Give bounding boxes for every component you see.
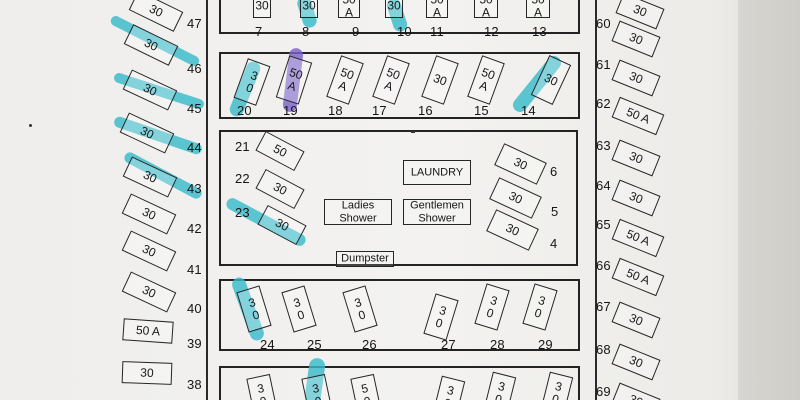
site-number-29: 29 [538, 337, 553, 352]
site-box-65: 50 A [611, 218, 665, 258]
site-number-23: 23 [235, 205, 250, 220]
site-number-13: 13 [532, 24, 547, 39]
site-number-69: 69 [596, 384, 611, 399]
site-number-5: 5 [551, 204, 559, 219]
site-number-38: 38 [187, 377, 202, 392]
site-number-39: 39 [187, 336, 202, 351]
site-box-12: 50 A [474, 0, 498, 18]
site-box-7: 30 [253, 0, 271, 18]
site-number-62: 62 [596, 96, 611, 111]
site-number-21: 21 [235, 139, 250, 154]
site-box-61: 30 [611, 59, 661, 97]
site-box-38: 30 [121, 361, 173, 385]
laundry-building: LAUNDRY [403, 160, 471, 185]
site-number-66: 66 [596, 258, 611, 273]
site-block-bottom [219, 366, 580, 400]
site-number-64: 64 [596, 178, 611, 193]
site-number-7: 7 [255, 24, 263, 39]
site-number-44: 44 [187, 140, 202, 155]
site-number-67: 67 [596, 299, 611, 314]
site-number-10: 10 [397, 24, 412, 39]
site-number-41: 41 [187, 262, 202, 277]
site-number-45: 45 [187, 101, 202, 116]
site-box-45: 30 [122, 69, 178, 111]
paper-mark [29, 124, 32, 127]
site-box-8: 30 [300, 0, 318, 18]
site-box-10: 30 [385, 0, 403, 18]
site-box-13: 50 A [526, 0, 550, 18]
site-number-40: 40 [187, 301, 202, 316]
site-block-lower [219, 279, 580, 351]
dumpster-building: Dumpster [336, 251, 394, 267]
site-number-43: 43 [187, 181, 202, 196]
site-number-42: 42 [187, 221, 202, 236]
site-box-67: 30 [611, 301, 661, 339]
site-number-11: 11 [430, 24, 444, 39]
site-number-28: 28 [490, 337, 505, 352]
site-number-47: 47 [187, 16, 202, 31]
site-number-63: 63 [596, 138, 611, 153]
site-box-9: 50 A [338, 0, 360, 18]
site-block-top [219, 0, 580, 34]
site-box-11: 50 A [426, 0, 448, 18]
site-number-6: 6 [550, 164, 558, 179]
paper-mark [411, 131, 415, 133]
site-number-22: 22 [235, 171, 250, 186]
site-number-16: 16 [418, 103, 433, 118]
site-box-69: 30 [611, 382, 661, 400]
site-number-68: 68 [596, 342, 611, 357]
site-box-64: 30 [611, 179, 661, 217]
center-amenities-block [219, 130, 578, 266]
site-number-9: 9 [352, 24, 360, 39]
site-number-8: 8 [302, 24, 310, 39]
site-number-60: 60 [596, 16, 611, 31]
site-number-14: 14 [521, 103, 536, 118]
site-box-42: 30 [121, 193, 177, 235]
paper-edge [738, 0, 800, 400]
site-box-39: 50 A [122, 318, 174, 344]
site-number-19: 19 [283, 103, 298, 118]
site-number-4: 4 [550, 236, 558, 251]
site-block-upper [219, 52, 580, 119]
site-box-44: 30 [119, 112, 175, 154]
right-road-line [595, 0, 597, 400]
gentlemen-shower-building: Gentlemen Shower [403, 199, 471, 225]
site-number-27: 27 [441, 337, 456, 352]
site-number-46: 46 [187, 61, 202, 76]
left-road-line [206, 0, 208, 400]
site-number-12: 12 [484, 24, 499, 39]
site-box-66: 50 A [611, 257, 665, 297]
site-box-41: 30 [121, 230, 177, 272]
site-number-61: 61 [596, 57, 611, 72]
site-box-68: 30 [611, 343, 661, 381]
site-box-63: 30 [611, 139, 661, 177]
site-number-20: 20 [237, 103, 252, 118]
site-number-25: 25 [307, 337, 322, 352]
site-box-62: 50 A [611, 96, 665, 136]
site-box-40: 30 [121, 271, 177, 313]
site-number-26: 26 [362, 337, 377, 352]
site-number-15: 15 [474, 103, 489, 118]
site-number-17: 17 [372, 103, 387, 118]
site-number-65: 65 [596, 217, 611, 232]
site-number-18: 18 [328, 103, 343, 118]
ladies-shower-building: Ladies Shower [324, 199, 392, 225]
site-number-24: 24 [260, 337, 275, 352]
